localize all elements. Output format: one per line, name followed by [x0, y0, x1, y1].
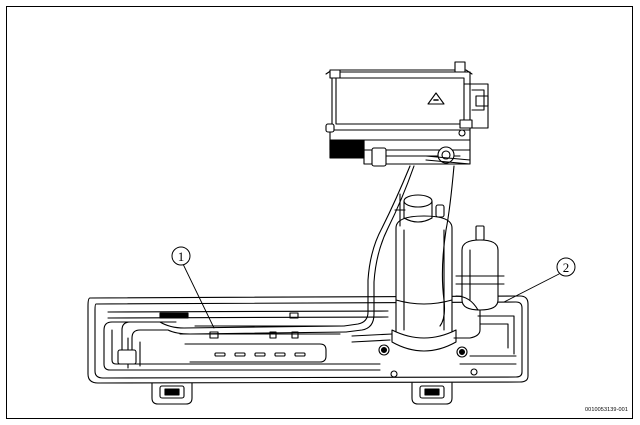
callout-1-label: 1	[178, 249, 185, 264]
accumulator	[453, 225, 505, 339]
base-tray	[87, 295, 529, 405]
piping	[117, 165, 479, 365]
callout-2-label: 2	[563, 260, 570, 275]
figure-id: 0010053139-001	[585, 407, 628, 413]
compressor	[391, 193, 457, 352]
control-box	[325, 61, 489, 167]
callout-1: 1	[171, 246, 215, 329]
callout-2: 2	[503, 257, 576, 303]
